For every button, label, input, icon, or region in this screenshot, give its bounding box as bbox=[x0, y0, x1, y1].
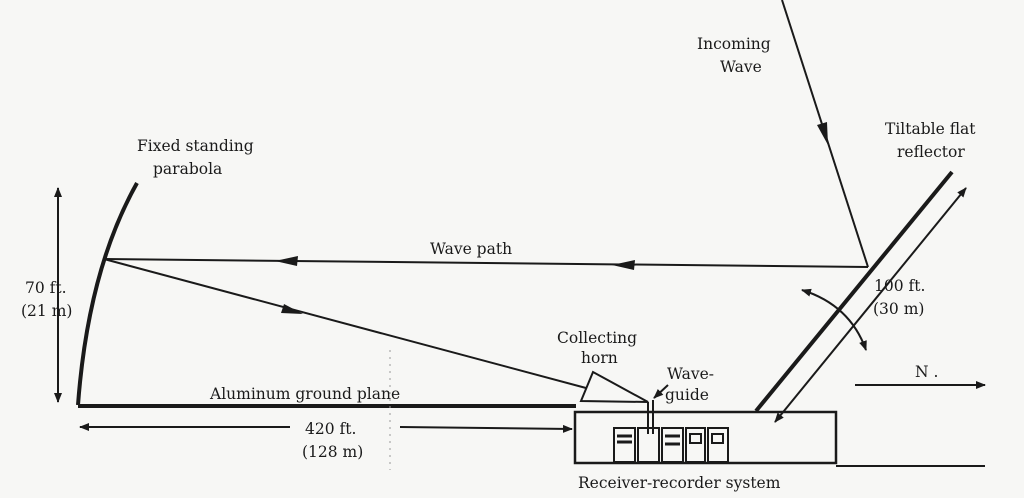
distance-label: 420 ft. bbox=[305, 420, 356, 438]
distance-label: (128 m) bbox=[302, 443, 363, 461]
waveguide-label: Wave- bbox=[667, 365, 714, 383]
horn-label: Collecting bbox=[557, 329, 637, 347]
waveguide bbox=[647, 400, 654, 434]
tilt-arrow bbox=[801, 288, 867, 351]
receiver-cabinets bbox=[613, 427, 729, 463]
parabola-label: Fixed standing bbox=[137, 137, 254, 155]
reflector-label: reflector bbox=[897, 143, 965, 161]
reflected-wave-arrow bbox=[281, 304, 303, 314]
horn-label: horn bbox=[581, 349, 618, 367]
incoming-wave-arrow bbox=[817, 122, 828, 145]
reflector-length-arrow bbox=[774, 187, 967, 423]
collecting-horn bbox=[579, 370, 649, 403]
wave-path-arrow bbox=[612, 260, 635, 270]
distance-arrow bbox=[399, 424, 573, 433]
reflector-length-label: 100 ft. bbox=[874, 277, 925, 295]
incoming-wave-label: Wave bbox=[720, 58, 762, 76]
fixed-parabola bbox=[76, 182, 139, 406]
wave-path-arrow bbox=[275, 256, 298, 266]
wave-path-label: Wave path bbox=[430, 240, 512, 258]
height-label: (21 m) bbox=[21, 302, 72, 320]
waveguide-label: guide bbox=[665, 386, 709, 404]
north-label: N . bbox=[915, 363, 938, 381]
height-label: 70 ft. bbox=[25, 279, 67, 297]
reflector-label: Tiltable flat bbox=[885, 120, 976, 138]
receiver-label: Receiver-recorder system bbox=[578, 474, 781, 492]
wave-path-line bbox=[103, 258, 869, 268]
reflected-wave-line bbox=[103, 258, 587, 389]
incoming-wave-label: Incoming bbox=[697, 35, 771, 53]
reflector-length-label: (30 m) bbox=[873, 300, 924, 318]
waveguide-pointer bbox=[653, 384, 669, 399]
ground-plane-label: Aluminum ground plane bbox=[209, 385, 400, 403]
parabola-label: parabola bbox=[153, 160, 222, 178]
